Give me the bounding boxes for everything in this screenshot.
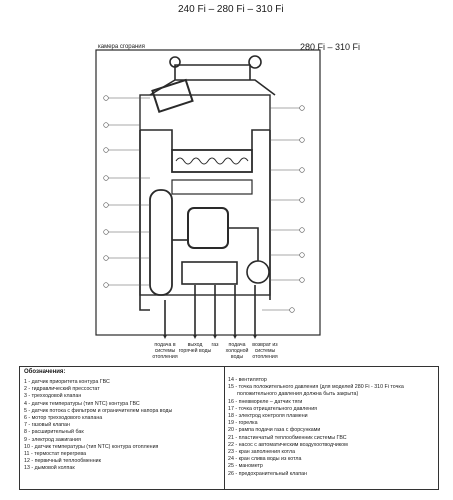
label-hot-water-out: выход горячей воды: [178, 342, 212, 354]
legend-item: 14 - вентилятор: [228, 377, 267, 383]
legend-item: 16 - пневмореле – датчик тяги: [228, 398, 303, 405]
legend-divider: [224, 367, 225, 489]
legend-item: 5 - датчик потока с фильтром и ограничит…: [24, 407, 173, 414]
burner: [171, 179, 253, 195]
boiler-schematic: [95, 49, 321, 339]
legend-column-left: 1 - датчик приоритета контура ГВС 2 - ги…: [24, 379, 220, 473]
combustion-chamber-label: камера сгорания: [98, 44, 145, 50]
pump: [246, 260, 270, 284]
dhw-heat-exchanger: [187, 207, 229, 249]
legend-item: 19 - горелка: [228, 420, 258, 427]
legend-item: 13 - дымовой колпак: [24, 465, 75, 472]
legend-item: 22 - насос с автоматическим воздухоотвод…: [228, 441, 348, 448]
legend-item: 7 - газовый клапан: [24, 422, 70, 429]
diagram-subtitle: 280 Fi – 310 Fi: [300, 42, 361, 52]
legend-item: 1 - датчик приоритета контура ГВС: [24, 379, 110, 385]
flue-outlet-right: [248, 55, 262, 69]
legend-item: 10 - датчик температуры (тип NTC) контур…: [24, 443, 159, 450]
legend-item: 18 - электрод контроля пламени: [228, 413, 308, 420]
legend-item: 2 - гидравлический прессостат: [24, 386, 100, 393]
diagram-title: 240 Fi – 280 Fi – 310 Fi: [178, 4, 284, 15]
legend-item: 20 - рампа подачи газа с форсунками: [228, 427, 321, 434]
label-cold-water-in: подача холодной воды: [225, 342, 249, 360]
legend-box: Обозначения: 1 - датчик приоритета конту…: [19, 366, 439, 490]
gas-valve: [181, 261, 238, 285]
legend-item: 21 - пластинчатый теплообменник системы …: [228, 434, 347, 441]
legend-item: 25 - манометр: [228, 463, 263, 470]
legend-item: 9 - электрод зажигания: [24, 436, 81, 443]
label-gas: газ: [211, 342, 219, 348]
flue-outlet-left: [169, 56, 181, 68]
flue-hood: [149, 79, 276, 96]
legend-item: 8 - расширительный бак: [24, 429, 84, 436]
legend-item: 17 - точка отрицательного давления: [228, 405, 318, 412]
legend-item: 3 - трехходовой клапан: [24, 393, 82, 400]
label-heating-return: возврат из системы отопления: [252, 342, 278, 360]
fan: [151, 78, 194, 113]
legend-item: 26 - предохранительный клапан: [228, 470, 307, 477]
legend-title: Обозначения:: [24, 369, 66, 375]
expansion-vessel: [149, 189, 173, 296]
legend-item: 4 - датчик температуры (тип NTC) контура…: [24, 400, 140, 407]
legend-item: 15 - точка положительного давления (для …: [228, 384, 404, 398]
boiler-casing: [95, 49, 321, 336]
legend-item: 24 - кран слива воды из котла: [228, 456, 302, 463]
primary-heat-exchanger: [171, 149, 253, 173]
legend-item: 23 - кран заполнения котла: [228, 449, 296, 456]
legend-item: 11 - термостат перегрева: [24, 451, 87, 458]
legend-item: 6 - мотор трехходового клапана: [24, 415, 103, 422]
legend-column-right: 14 - вентилятор 15 - точка положительног…: [228, 377, 424, 478]
legend-item: 12 - первичный теплообменник: [24, 458, 101, 465]
label-heating-supply: подача в системы отопления: [152, 342, 178, 360]
